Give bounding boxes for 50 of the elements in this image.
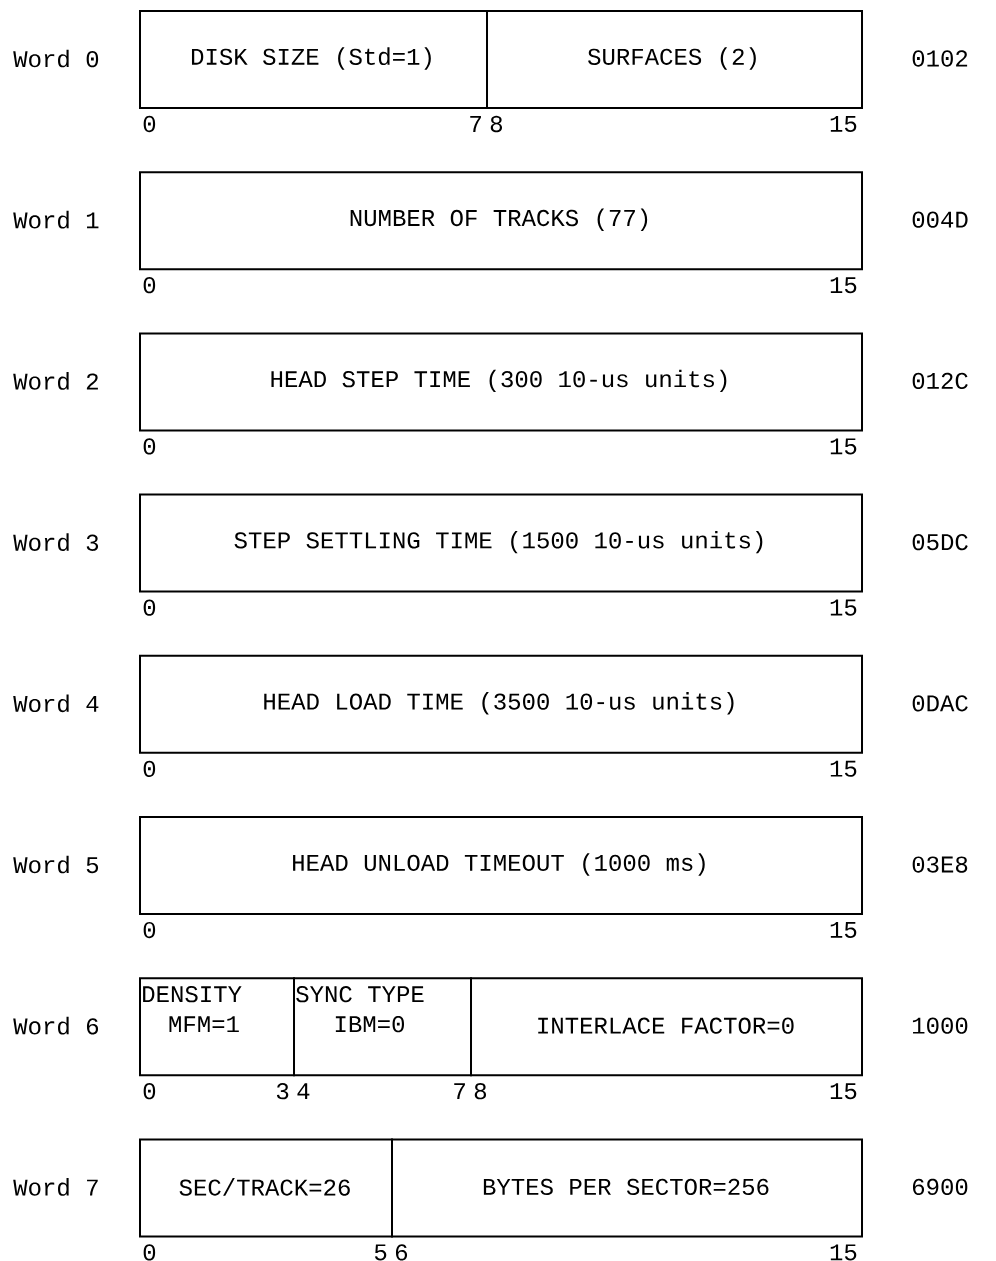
bit-number: 15	[830, 1083, 857, 1100]
bit-number: 8	[490, 115, 502, 133]
field-box: DISK SIZE (Std=1)	[139, 10, 488, 109]
bit-number: 0	[143, 760, 156, 777]
hex-value: 6900	[913, 1178, 968, 1196]
field-box: INTERLACE FACTOR=0	[470, 977, 863, 1077]
bit-number: 0	[143, 1083, 156, 1100]
bit-number: 0	[143, 599, 156, 616]
hex-value: 0102	[912, 50, 968, 67]
bit-number: 0	[143, 277, 156, 294]
field-box: HEAD STEP TIME (300 10-us units)	[139, 332, 863, 432]
bit-number: 8	[474, 1083, 486, 1100]
word-label: Word 7	[13, 1178, 98, 1196]
bit-number: 7	[454, 1083, 465, 1100]
hex-value: 1000	[912, 1017, 968, 1034]
bit-number: 0	[143, 438, 156, 455]
bit-number: 15	[830, 760, 857, 777]
hex-value: 0DAC	[912, 695, 968, 712]
bit-number: 5	[374, 1244, 387, 1261]
bit-number: 7	[470, 116, 481, 132]
field-box: HEAD LOAD TIME (3500 10-us units)	[139, 654, 863, 754]
field-box: STEP SETTLING TIME (1500 10-us units)	[139, 493, 863, 593]
word-label: Word 0	[13, 49, 99, 68]
hex-value: 05DC	[912, 533, 968, 551]
bit-number: 15	[830, 922, 857, 939]
bit-number: 4	[297, 1083, 310, 1100]
word-label: Word 4	[13, 694, 99, 713]
hex-value: 03E8	[912, 856, 968, 873]
bit-number: 6	[396, 1244, 408, 1261]
bit-number: 15	[830, 599, 857, 616]
word-label: Word 6	[13, 1016, 99, 1035]
bit-number: 0	[143, 115, 156, 133]
field-box: SURFACES (2)	[486, 10, 863, 109]
hex-value: 012C	[912, 372, 968, 390]
bit-number: 15	[830, 438, 857, 455]
word-label: Word 5	[13, 855, 99, 874]
bit-number: 15	[830, 116, 857, 132]
field-box: SYNC TYPE IBM=0	[293, 977, 472, 1077]
field-box: BYTES PER SECTOR=256	[391, 1138, 863, 1238]
word-label: Word 2	[13, 372, 98, 390]
bit-number: 0	[143, 921, 156, 939]
hex-value: 004D	[912, 211, 968, 228]
field-box: HEAD UNLOAD TIMEOUT (1000 ms)	[139, 816, 863, 915]
field-box: NUMBER OF TRACKS (77)	[139, 171, 863, 271]
field-box: SEC/TRACK=26	[139, 1138, 393, 1238]
bit-number: 3	[276, 1083, 289, 1100]
word-label: Word 3	[13, 533, 99, 551]
word-label: Word 1	[13, 210, 99, 229]
bit-number: 15	[830, 277, 857, 294]
field-box: DENSITY MFM=1	[139, 977, 295, 1077]
